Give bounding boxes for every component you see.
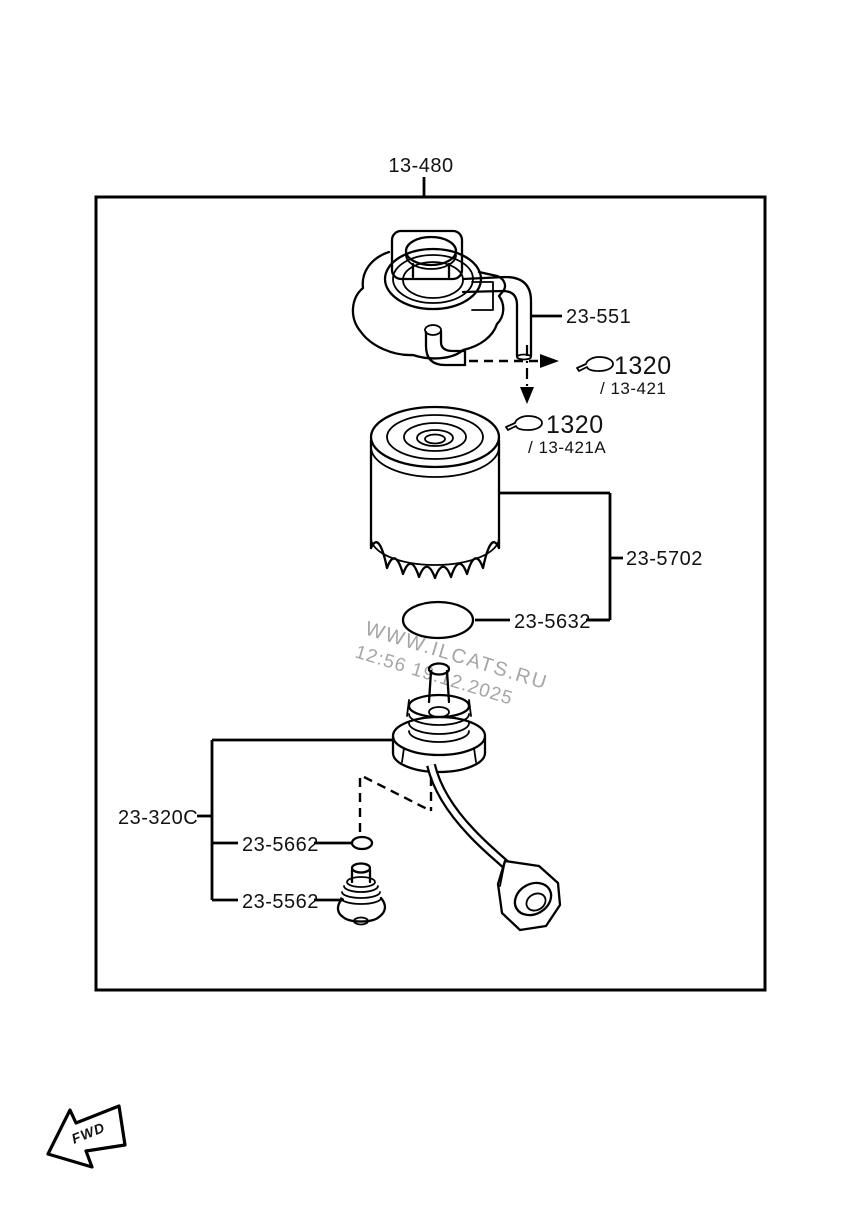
float-drawing (350, 835, 374, 851)
clip-lower-icon (505, 415, 543, 431)
sensor-probe (427, 669, 451, 704)
sensor-flange-facets (401, 747, 477, 763)
callout-bracket-label: 23-320C (118, 807, 198, 829)
filter-skirt-top (370, 537, 500, 566)
leader-bracket-frame (210, 738, 393, 900)
clip-lower-ref: / 13-421A (528, 438, 606, 457)
connector-body (496, 859, 562, 932)
clip-lower-code: 1320 (546, 411, 604, 439)
diagram-border (94, 195, 767, 992)
callout-float-label: 23-5662 (242, 834, 319, 856)
gasket-drawing (401, 600, 475, 640)
clip-icon-shape (505, 415, 543, 431)
sensor-wire-inner (428, 764, 507, 867)
pump-side-bracket (471, 281, 494, 311)
drain-plug-drawing (336, 862, 387, 926)
sensor-collar-tabs (406, 699, 472, 717)
arrowhead-right-icon (540, 354, 559, 368)
inlet-pipe-outer (424, 330, 467, 367)
clip-icon-shape (576, 356, 614, 372)
filter-body-sides (369, 438, 501, 550)
dashed-projection-lines (358, 775, 433, 835)
priming-pump-drawing (351, 229, 533, 367)
sensor-collar-hole (428, 706, 450, 718)
clip-upper-ref: / 13-421 (600, 379, 666, 398)
plug-collar (346, 876, 376, 888)
filter-center-hole (416, 429, 454, 447)
sensor-probe-cap (427, 662, 451, 676)
outlet-pipe-inner (461, 289, 519, 358)
plug-body (336, 896, 387, 923)
leader-filter-element (499, 491, 623, 622)
connector-facet (499, 860, 506, 887)
filter-ring-1 (386, 414, 484, 460)
sensor-thread-ribs (408, 713, 470, 743)
clip-upper-code: 1320 (614, 352, 672, 380)
sensor-wire-outer (426, 763, 509, 868)
sensor-flange-bottom (391, 751, 487, 774)
pump-body-outline (351, 250, 507, 360)
connector-pin-hole (525, 892, 547, 912)
sensor-collar (407, 693, 471, 719)
arrowhead-down-icon (520, 387, 534, 404)
inlet-pipe-inner (439, 329, 467, 353)
outlet-pipe-end (516, 353, 532, 361)
filter-element-drawing (369, 405, 501, 580)
inlet-pipe-hole (424, 324, 442, 336)
callout-drain-plug-label: 23-5562 (242, 891, 319, 913)
outlet-pipe-outer (461, 275, 533, 358)
sensor-flange-top (391, 715, 487, 757)
filter-pleats (369, 541, 501, 580)
filter-ring-2 (403, 422, 467, 452)
primer-knob (404, 235, 458, 267)
callout-pump-label: 23-551 (566, 306, 631, 328)
clip-upper-icon (576, 356, 614, 372)
plug-ribs (340, 885, 382, 905)
diagram-title: 13-480 (388, 155, 453, 177)
callout-filter-element-label: 23-5702 (626, 548, 703, 570)
fwd-arrow: FWD (46, 1104, 127, 1169)
fwd-arrow-shape (46, 1104, 127, 1169)
plug-nub (353, 916, 369, 926)
wire-connector-drawing (426, 763, 562, 932)
plug-stem (350, 868, 372, 884)
filter-top-rim (369, 405, 501, 469)
filter-center-hole-inner (424, 433, 446, 445)
callout-gasket-label: 23-5632 (514, 611, 591, 633)
connector-opening (513, 881, 553, 917)
plug-top (350, 862, 372, 874)
filter-rim-edge (370, 446, 500, 478)
